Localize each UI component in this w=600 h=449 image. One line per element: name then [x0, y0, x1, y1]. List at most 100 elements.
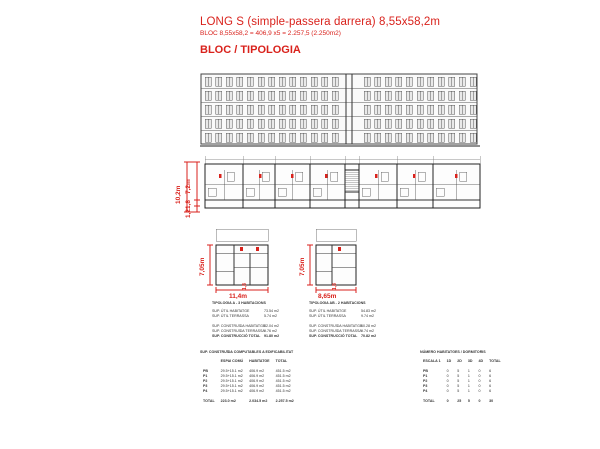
- typology-a-row-label: SUP. CONSTRUÏDA HABITATGE: [212, 324, 266, 328]
- units-table-cell: 5: [457, 369, 460, 373]
- units-table-cell: P3: [423, 384, 428, 388]
- surface-table-column-header: ESPAI COMÚ: [220, 359, 244, 363]
- units-table-cell: P2: [423, 379, 428, 383]
- units-table-cell: 0: [446, 374, 449, 378]
- units-table-cell: 0: [478, 369, 481, 373]
- typology-a-plan: [207, 228, 269, 293]
- page-title: LONG S (simple-passera darrera) 8,55x58,…: [200, 16, 441, 28]
- facade-elevation-drawing: [200, 73, 480, 147]
- typology-ab-row-label: SUP. CONSTRUÏDA HABITATGE: [309, 324, 363, 328]
- surface-table-cell: 29.5+15.1 m2: [220, 374, 243, 378]
- surface-table-cell: 451.5 m2: [275, 369, 291, 373]
- units-table-cell: 0: [478, 379, 481, 383]
- typology-ab-dimension-small: 1,8: [332, 283, 338, 290]
- typology-ab-row-label: SUP. CONSTRUÏDA TERRASSA: [309, 329, 362, 333]
- surface-table-row: P1 29.5+15.1 m2 406.9 m2 451.5 m2: [200, 374, 297, 379]
- dimension-total-depth: 10,2m: [175, 185, 182, 204]
- surface-table-cell: 406.9 m2: [249, 389, 265, 393]
- surface-table-cell: 406.9 m2: [249, 369, 265, 373]
- surface-table-block: SUP. CONSTRUÏDA COMPUTABLES A EDIFICABIL…: [200, 350, 297, 404]
- units-table-column-header: 1D: [446, 359, 452, 363]
- surface-table-cell: 29.5+15.1 m2: [220, 384, 243, 388]
- units-table-total-cell: 25: [457, 399, 462, 403]
- units-table-cell: 1: [467, 384, 470, 388]
- surface-table-cell: P4: [203, 389, 208, 393]
- units-table-total-cell: 5: [467, 399, 470, 403]
- surface-table-cell: 451.5 m2: [275, 379, 291, 383]
- units-table-cell: 6: [489, 379, 492, 383]
- units-table-cell: 1: [467, 374, 470, 378]
- dimension-dwelling-depth: 7,2m: [185, 179, 192, 194]
- typology-a-total-label: SUP. CONSTRUCCIÓ TOTAL: [212, 334, 261, 338]
- surface-table-column-header: HABITATGE: [249, 359, 270, 363]
- surface-table-cell: 29.5+15.1 m2: [220, 389, 243, 393]
- units-table-cell: 1: [467, 379, 470, 383]
- units-table-column-header: 2D: [457, 359, 462, 363]
- surface-table-cell: 451.5 m2: [275, 374, 291, 378]
- typology-a-row: SUP. ÚTIL HABITATGE 73.54 m2: [212, 309, 279, 314]
- surface-table-title: SUP. CONSTRUÏDA COMPUTABLES A EDIFICABIL…: [200, 350, 294, 354]
- units-table-cell: 5: [457, 374, 460, 378]
- typology-a-row-label: SUP. ÚTIL TERRASSA: [212, 314, 249, 318]
- surface-table-total-cell: 2.257.5 m2: [275, 399, 294, 403]
- units-table-cell: 0: [446, 369, 449, 373]
- typology-a-row-label: SUP. CONSTRUÏDA TERRASSA: [212, 329, 265, 333]
- page-subtitle: BLOC 8,55x58,2 = 406,9 x5 = 2.257,5 (2.2…: [200, 30, 341, 37]
- units-table-column-header: 4D: [478, 359, 484, 363]
- typology-a-row-label: SUP. ÚTIL HABITATGE: [212, 309, 250, 313]
- surface-table-total-cell: TOTAL: [203, 399, 215, 403]
- units-table-cell: 6: [489, 374, 492, 378]
- typology-a-row-value: 73.54 m2: [264, 309, 279, 313]
- surface-table-total-cell: 2.034.5 m2: [249, 399, 268, 403]
- surface-table-cell: P2: [203, 379, 208, 383]
- units-table-cell: 5: [457, 379, 460, 383]
- units-table-cell: 6: [489, 369, 492, 373]
- units-table-cell: P1: [423, 374, 428, 378]
- surface-table-total-cell: 223.0 m2: [220, 399, 236, 403]
- surface-table-column-header: TOTAL: [275, 359, 288, 363]
- units-table-cell: PB: [423, 369, 428, 373]
- units-table-cell: 0: [478, 384, 481, 388]
- typology-ab-row-value: 54.83 m2: [361, 309, 376, 313]
- units-table-cell: 5: [457, 389, 460, 393]
- units-table-column-header: TOTAL: [489, 359, 501, 363]
- surface-table-cell: PB: [203, 369, 208, 373]
- surface-table-cell: 406.9 m2: [249, 384, 265, 388]
- units-table-total-cell: 30: [489, 399, 494, 403]
- units-table-cell: 5: [457, 384, 460, 388]
- surface-table-cell: P1: [203, 374, 208, 378]
- typology-ab-total-label: SUP. CONSTRUCCIÓ TOTAL: [309, 334, 358, 338]
- floor-plan-drawing: [184, 156, 481, 213]
- surface-table: ESPAI COMÚ HABITATGE TOTAL PB 29.5+15.1 m2 4…: [200, 359, 297, 404]
- typology-ab-row-value: 9.74 m2: [361, 329, 374, 333]
- section-heading: BLOC / TIPOLOGIA: [200, 44, 301, 56]
- units-table-cell: 0: [478, 374, 481, 378]
- units-table-cell: 0: [446, 379, 449, 383]
- units-table-cell: 0: [478, 389, 481, 393]
- units-table-column-header: 3D: [467, 359, 473, 363]
- units-table-title: NÚMERO HABITATGES / DORMITORIS: [420, 350, 486, 354]
- typology-ab-info: TIPOLOGIA AB - 2 HABITACIONS SUP. ÚTIL H…: [309, 301, 376, 339]
- typology-ab-row-label: SUP. ÚTIL TERRASSA: [309, 314, 346, 318]
- units-table-total-cell: TOTAL: [423, 399, 435, 403]
- units-table-total-cell: 0: [446, 399, 449, 403]
- typology-ab-row-label: SUP. ÚTIL HABITATGE: [309, 309, 347, 313]
- typology-ab-row-value: 60.28 m2: [361, 324, 376, 328]
- units-table-cell: 1: [467, 389, 470, 393]
- surface-table-cell: 406.9 m2: [249, 374, 265, 378]
- typology-a-row-value: 82.04 m2: [264, 324, 279, 328]
- surface-table-total-row: TOTAL 223.0 m2 2.034.5 m2 2.257.5 m2: [200, 399, 297, 404]
